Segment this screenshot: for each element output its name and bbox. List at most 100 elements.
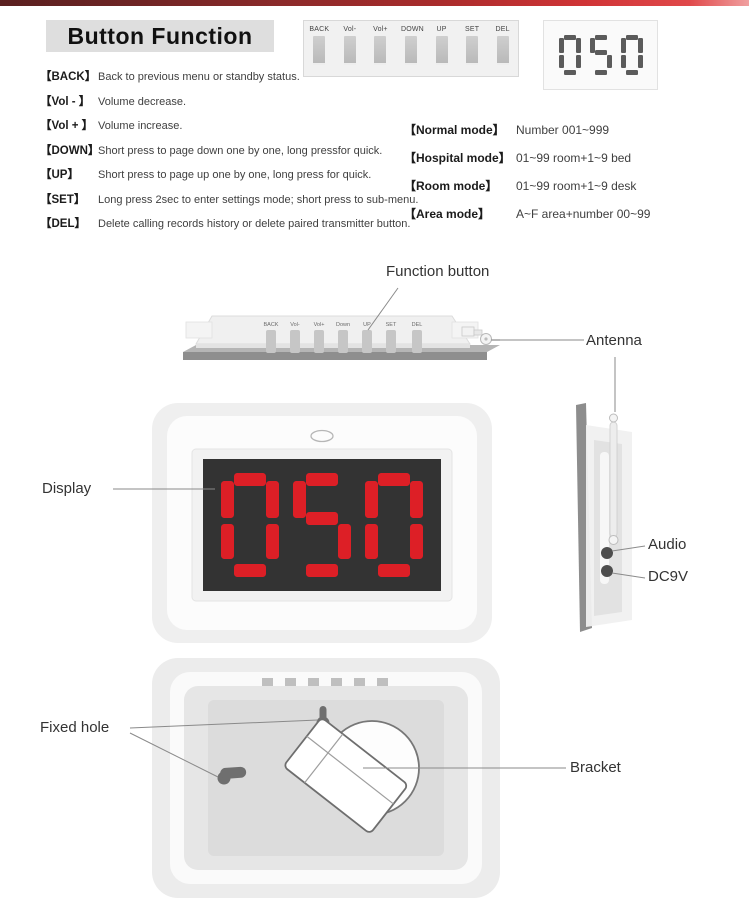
top-view-label-back: BACK — [264, 322, 279, 328]
top-view-button-labels: BACK Vol- Vol+ Down UP SET DEL — [264, 322, 423, 328]
panel-key-del: DEL — [493, 26, 513, 65]
mode-name: 【Room mode】 — [404, 179, 498, 193]
page-title: Button Function — [67, 22, 253, 49]
function-row: 【DEL】 Delete calling records history or … — [40, 215, 460, 231]
top-view-left-wing — [185, 321, 213, 339]
leader-dc9v — [611, 572, 646, 579]
panel-key-set: SET — [462, 26, 482, 65]
display-screen-digits — [203, 459, 441, 591]
function-row: 【BACK】 Back to previous menu or standby … — [40, 68, 460, 84]
panel-key-back: BACK — [309, 26, 329, 65]
top-view-buttons — [266, 330, 422, 353]
panel-key-down: DOWN — [400, 26, 424, 65]
bracket-arm — [284, 718, 408, 833]
function-key: 【Vol + 】 — [40, 120, 94, 132]
panel-key-vol-down: Vol- — [340, 26, 360, 65]
leader-audio — [611, 545, 646, 552]
function-desc: Back to previous menu or standby status. — [98, 71, 300, 83]
fixed-hole-left — [217, 766, 247, 785]
top-view-label-del: DEL — [412, 322, 423, 328]
panel-key-vol-up-knob — [374, 36, 387, 65]
function-key: 【BACK】 — [40, 71, 97, 83]
leader-fixed-hole-left — [129, 732, 219, 778]
callout-audio: Audio — [648, 536, 687, 553]
callout-fixed-hole: Fixed hole — [40, 719, 110, 736]
device-side-view — [576, 403, 632, 632]
mode-value: 01~99 room+1~9 desk — [516, 179, 637, 193]
button-panel-illustration: BACK Vol- Vol+ DOWN UP SET DEL — [303, 20, 519, 77]
audio-port — [601, 547, 613, 559]
function-row: 【UP】 Short press to page up one by one, … — [40, 166, 460, 182]
leader-fixed-hole-top — [129, 719, 319, 729]
mode-value: Number 001~999 — [516, 123, 610, 137]
function-desc: Delete calling records history or delete… — [98, 218, 411, 230]
function-key: 【Vol - 】 — [40, 95, 91, 108]
display-digits — [221, 473, 423, 577]
function-desc: Short press to page down one by one, lon… — [98, 144, 383, 157]
device-top-view: BACK Vol- Vol+ Down UP SET DEL — [183, 315, 500, 360]
device-rear-view — [152, 658, 500, 898]
panel-key-vol-up-label: Vol+ — [373, 26, 388, 33]
page-title-banner: Button Function — [46, 20, 274, 52]
mode-name: 【Area mode】 — [404, 207, 491, 221]
panel-key-down-label: DOWN — [400, 26, 424, 33]
top-view-label-up: UP — [363, 322, 371, 328]
speaker-slot — [310, 429, 334, 443]
mode-name: 【Hospital mode】 — [404, 151, 511, 165]
side-antenna — [608, 413, 619, 545]
mode-value: 01~99 room+1~9 bed — [516, 151, 632, 165]
panel-key-vol-down-knob — [343, 36, 356, 65]
panel-key-vol-down-label: Vol- — [343, 26, 357, 33]
mode-row: 【Normal mode】 Number 001~999 — [404, 121, 650, 138]
antenna-hinge — [461, 326, 500, 345]
top-view-label-vol-up: Vol+ — [314, 322, 325, 328]
callout-antenna: Antenna — [586, 332, 642, 349]
function-row: 【Vol + 】 Volume increase. — [40, 117, 460, 133]
panel-key-back-label: BACK — [309, 26, 330, 33]
top-view-label-set: SET — [386, 322, 397, 328]
top-view-front-lip — [196, 344, 470, 348]
lcd-digits — [558, 35, 643, 75]
mode-name: 【Normal mode】 — [404, 123, 505, 137]
panel-key-up-label: UP — [436, 26, 447, 33]
panel-key-set-knob — [466, 36, 479, 65]
panel-key-back-knob — [313, 36, 326, 65]
mode-row: 【Area mode】 A~F area+number 00~99 — [404, 205, 650, 222]
panel-key-down-knob — [404, 36, 417, 65]
top-accent-stripe — [0, 0, 749, 6]
rear-vents — [262, 678, 388, 686]
function-desc: Short press to page up one by one, long … — [98, 169, 372, 181]
leader-function-button — [367, 287, 399, 331]
panel-key-up: UP — [432, 26, 452, 65]
mode-row: 【Hospital mode】 01~99 room+1~9 bed — [404, 149, 650, 166]
panel-key-del-knob — [496, 36, 509, 65]
function-desc: Volume decrease. — [98, 95, 187, 108]
function-key: 【SET】 — [40, 193, 86, 206]
top-view-base-slab — [183, 352, 487, 360]
panel-key-del-label: DEL — [495, 26, 510, 33]
top-view-label-vol-down: Vol- — [290, 322, 300, 328]
panel-key-vol-up: Vol+ — [370, 26, 390, 65]
lcd-readout — [543, 20, 658, 90]
top-view-body — [195, 315, 471, 345]
callout-function-button: Function button — [386, 263, 490, 280]
callout-bracket: Bracket — [570, 759, 621, 776]
function-desc: Long press 2sec to enter settings mode; … — [98, 193, 419, 206]
function-desc: Volume increase. — [98, 120, 183, 132]
top-view-label-down: Down — [336, 322, 350, 328]
function-row: 【DOWN】 Short press to page down one by o… — [40, 142, 460, 158]
panel-key-up-knob — [435, 36, 448, 65]
function-list: 【BACK】 Back to previous menu or standby … — [40, 68, 460, 240]
callout-display: Display — [42, 480, 92, 497]
function-row: 【Vol - 】 Volume decrease. — [40, 93, 460, 109]
function-key: 【DOWN】 — [40, 144, 100, 157]
callout-dc9v: DC9V — [648, 568, 689, 585]
function-key: 【DEL】 — [40, 218, 86, 230]
function-key: 【UP】 — [40, 169, 79, 181]
function-row: 【SET】 Long press 2sec to enter settings … — [40, 191, 460, 207]
mode-value: A~F area+number 00~99 — [516, 207, 651, 221]
mode-list: 【Normal mode】 Number 001~999 【Hospital m… — [404, 121, 650, 233]
mode-row: 【Room mode】 01~99 room+1~9 desk — [404, 177, 650, 194]
panel-key-set-label: SET — [464, 26, 480, 33]
